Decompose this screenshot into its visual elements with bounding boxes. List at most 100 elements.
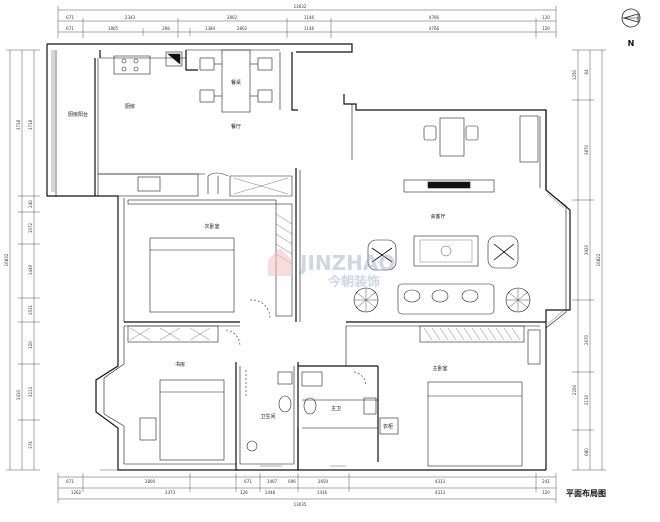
sofa-icon (397, 283, 495, 315)
top-dim-1-4: 1146 (304, 15, 315, 20)
bed-icon (159, 379, 225, 461)
top-dim-1-5: 4766 (429, 15, 440, 20)
top-dim-2-4: 1384 (205, 26, 216, 31)
watermark-brand-cn: 今朝装饰 (327, 274, 380, 290)
watermark-brand-en: JINZHAO (298, 251, 395, 275)
label-study: 书房 (175, 361, 185, 368)
compass (621, 8, 641, 28)
label-second-bedroom: 次卧室 (204, 223, 219, 230)
label-bathroom-2: 主卫 (331, 405, 341, 412)
living-furniture (353, 115, 539, 315)
coffee-table (413, 235, 479, 267)
right-dim-5: 2110 (584, 394, 589, 405)
top-dim-2-1: 671 (66, 26, 74, 31)
bottom-dim-2-5: 1416 (317, 490, 328, 495)
kitchen-counter (97, 173, 199, 197)
left-dim-4: 1072 (28, 222, 33, 233)
chair-icon (199, 57, 215, 71)
left-dim-9: 120 (28, 341, 33, 349)
compass-label: N (628, 39, 635, 48)
bottom-dim-2-6: 4313 (435, 490, 446, 495)
desk-chair-icon (139, 417, 157, 441)
study-furniture (127, 325, 241, 461)
chair-icon (465, 125, 479, 141)
window-lines (51, 50, 565, 471)
right-dim-6: 680 (584, 448, 589, 456)
armchair-icon (487, 235, 519, 269)
right-dim-8: 2200 (572, 384, 577, 395)
bed-icon (427, 381, 523, 467)
bottom-dim-1-1: 671 (66, 479, 74, 484)
left-dim-8: 3213 (28, 386, 33, 397)
bottom-dim-total: 13035 (294, 502, 307, 507)
tv-cabinet (403, 179, 495, 193)
chair-icon (423, 125, 437, 141)
top-dim-1-6: 120 (542, 15, 550, 20)
left-dim-2: 3718 (28, 119, 33, 130)
dresser-icon (379, 417, 399, 435)
door-swing-icon (225, 329, 241, 347)
label-dining-table: 餐桌 (231, 79, 241, 86)
left-dim-3: 240 (28, 200, 33, 208)
door-swing-icon (207, 172, 229, 194)
chair-icon (257, 89, 273, 103)
toilet-icon (278, 395, 292, 413)
floor-drain-icon (246, 440, 258, 452)
left-dim-total: 10832 (4, 253, 9, 266)
wardrobe-icon (419, 325, 525, 343)
dining-table-top (221, 49, 251, 113)
door-swing-icon (353, 371, 367, 387)
toilet-icon (303, 397, 317, 415)
bathroom-fixtures (245, 370, 377, 452)
top-dim-2-6: 1146 (304, 26, 315, 31)
top-dim-1-2: 2343 (125, 15, 136, 20)
master-bedroom-furniture (379, 325, 541, 467)
bottom-dim-1-3: 671 (244, 479, 252, 484)
dining-table (199, 49, 273, 113)
label-bathroom-1: 卫生间 (260, 413, 275, 420)
top-dim-1-3: 2802 (227, 15, 238, 20)
left-dim-5: 1449 (28, 264, 33, 275)
bookshelf-icon (127, 325, 219, 343)
right-dimensions (572, 49, 606, 471)
left-dim-7: 3410 (16, 389, 21, 400)
left-dim-6: 1531 (28, 304, 33, 315)
door-swing-icon (249, 299, 271, 319)
sink-icon (137, 176, 161, 192)
shower-icon (301, 371, 323, 387)
bottom-dim-1-5: 696 (288, 479, 296, 484)
chair-icon (257, 57, 273, 71)
house-logo-icon (268, 248, 292, 276)
top-dimensions (57, 6, 557, 38)
label-kitchen: 厨房 (125, 103, 135, 110)
chair-icon (199, 89, 215, 103)
left-dim-1: 3718 (16, 119, 21, 130)
washbasin-icon (363, 397, 377, 415)
bottom-dim-2-4: 1448 (265, 490, 276, 495)
plan-title: 平面布局图 (566, 488, 606, 498)
bottom-dim-1-7: 4313 (435, 479, 446, 484)
bottom-dim-2-7: 120 (542, 490, 550, 495)
bottom-dimensions (57, 473, 557, 503)
right-dim-3: 3920 (584, 244, 589, 255)
label-living: 会客厅 (430, 213, 445, 220)
right-dim-4: 2670 (584, 334, 589, 345)
top-dim-2-2: 1805 (108, 26, 119, 31)
right-dim-7: 1250 (572, 69, 577, 80)
right-dim-2: 3870 (584, 144, 589, 155)
bottom-dim-2-3: 126 (240, 490, 248, 495)
watermark: JINZHAO 今朝装饰 (268, 248, 395, 290)
label-wardrobe-note: 衣柜 (383, 423, 393, 430)
bottom-dim-1-6: 2650 (318, 479, 329, 484)
bottom-dim-2-1: 1262 (71, 490, 82, 495)
kitchen-fixtures (97, 51, 293, 197)
top-dim-2-3: 268 (162, 26, 170, 31)
top-dim-2-8: 120 (542, 26, 550, 31)
top-dim-2-7: 4766 (429, 26, 440, 31)
washbasin-icon (277, 371, 293, 385)
bottom-dim-1-8: 241 (542, 479, 550, 484)
cabinet-icon (527, 329, 541, 365)
cabinet-icon (519, 115, 539, 163)
stove-icon (113, 55, 151, 75)
